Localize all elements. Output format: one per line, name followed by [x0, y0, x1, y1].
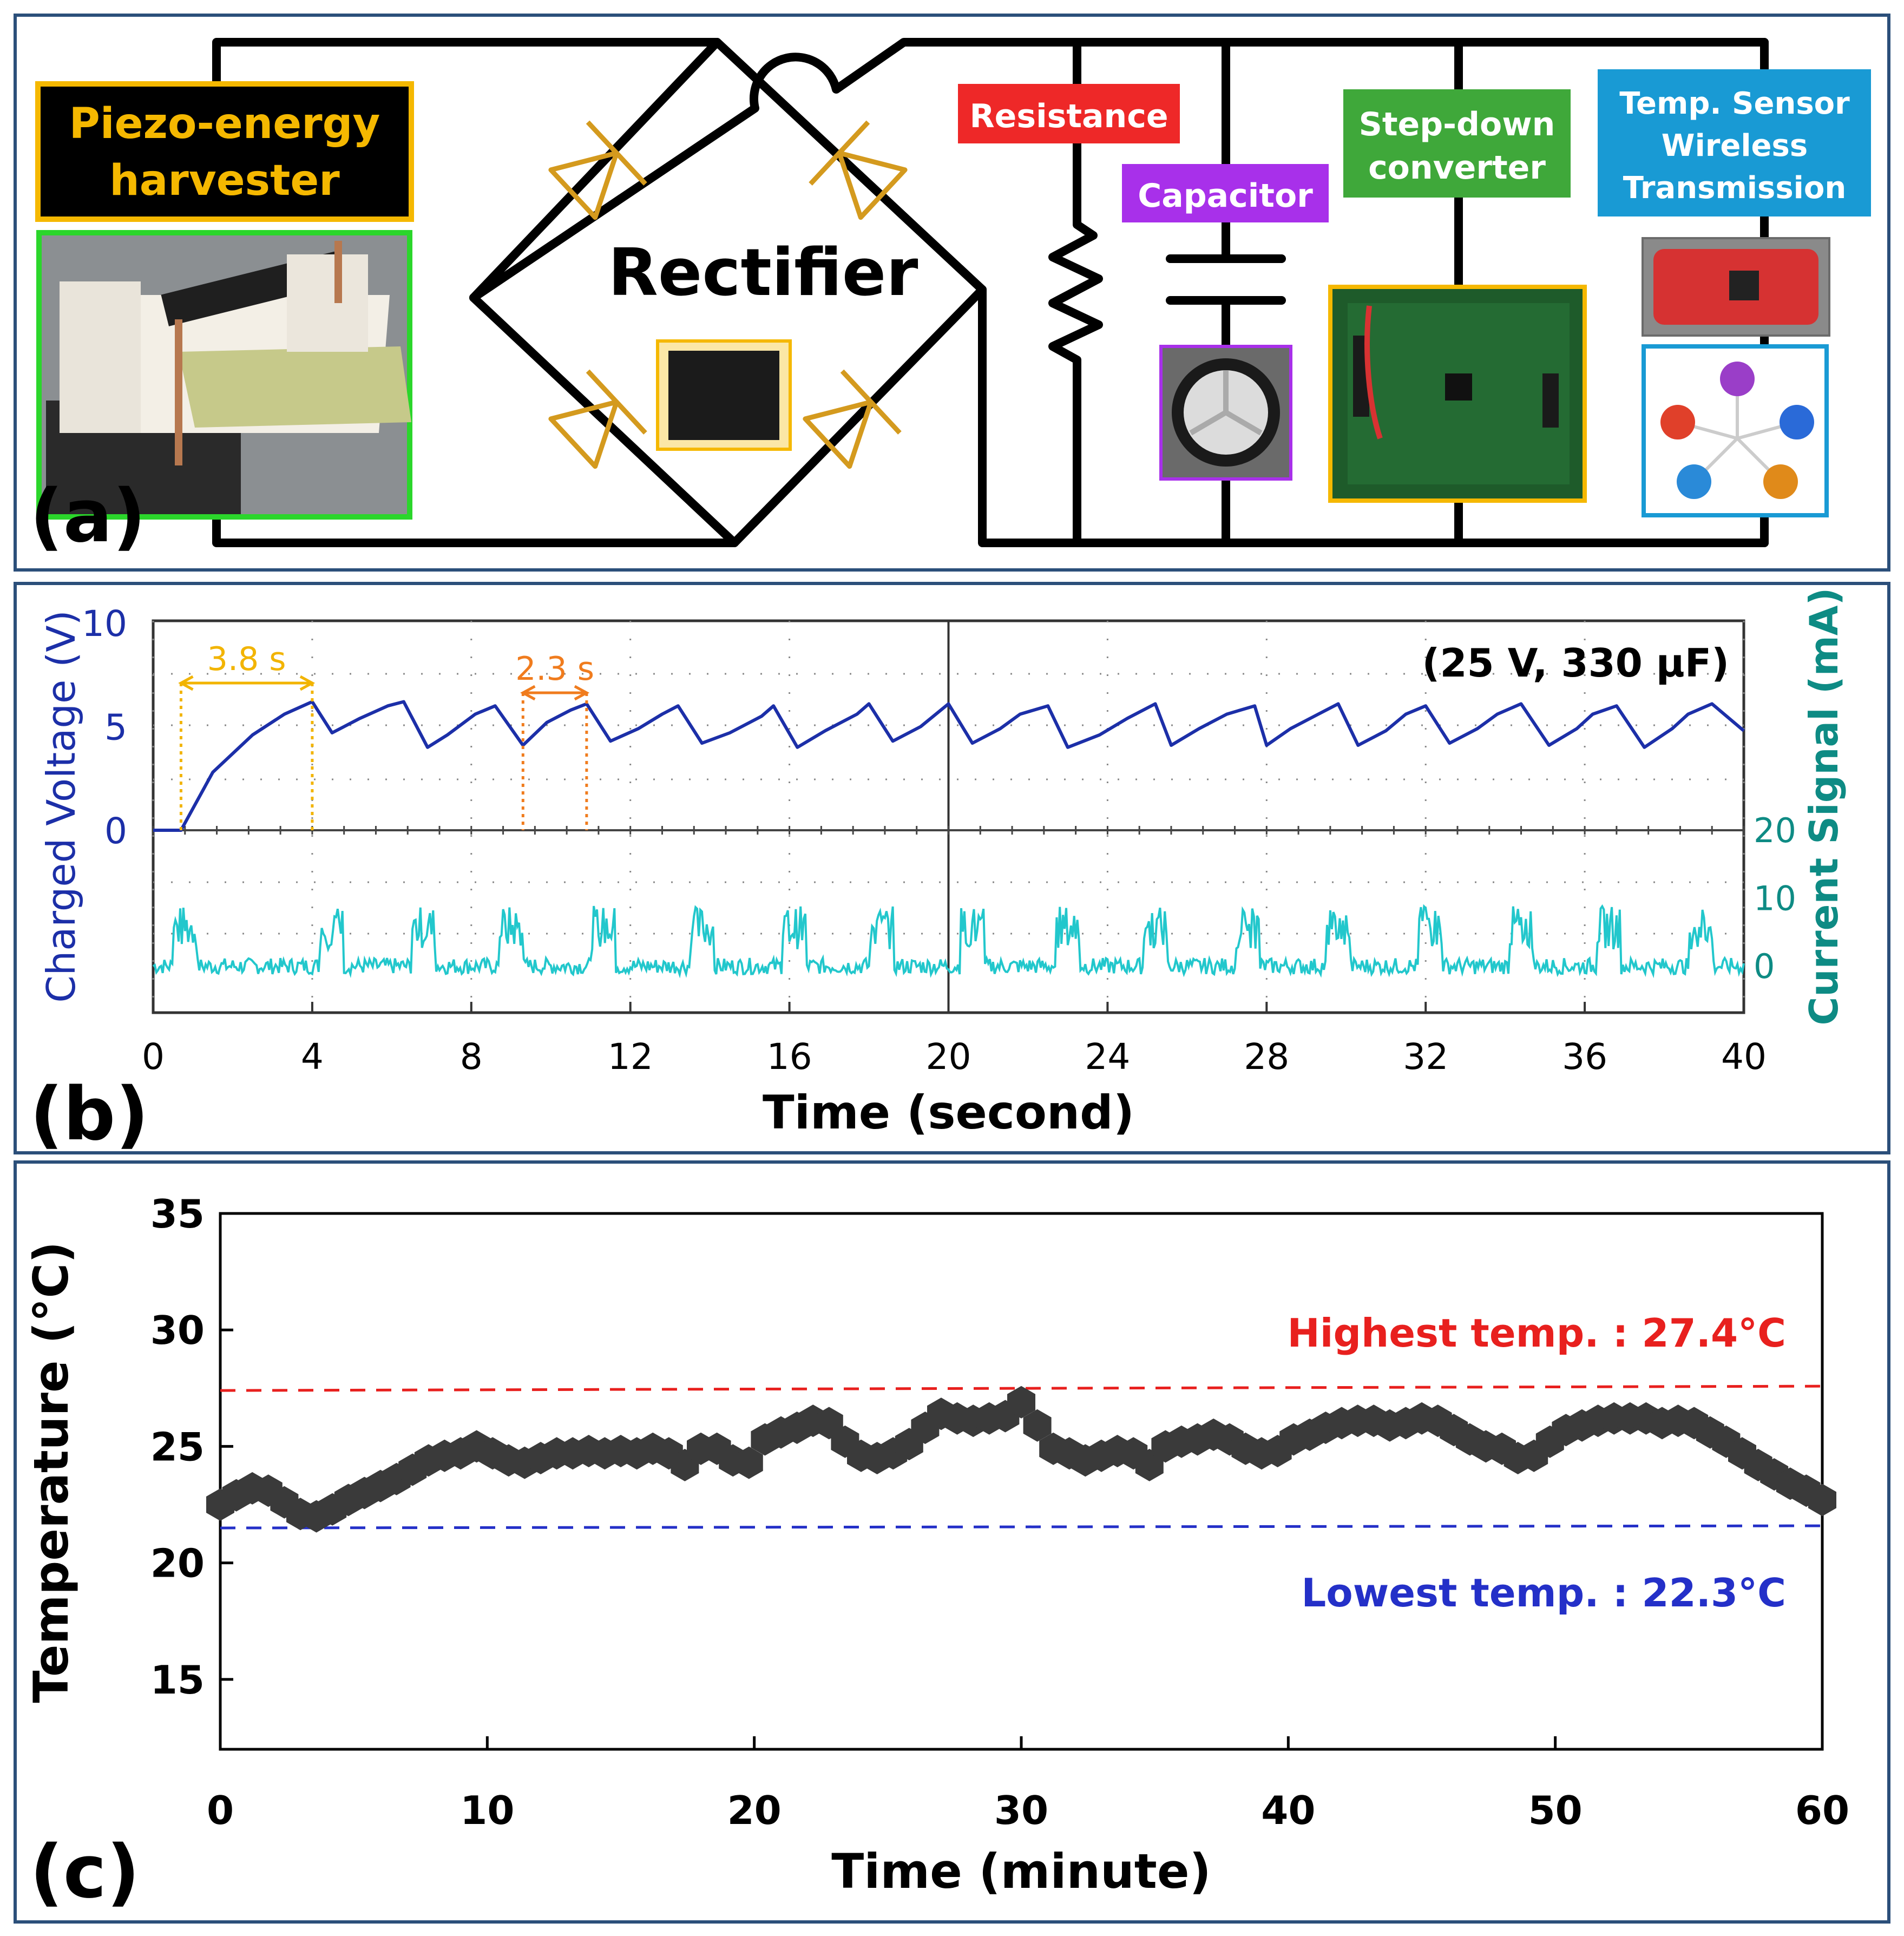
- y-tick-label-c: 20: [150, 1541, 205, 1586]
- wire-rail-left: [978, 285, 1769, 547]
- plot-c-frame: [219, 1212, 1824, 1751]
- x-tick-label-c: 30: [994, 1788, 1048, 1833]
- x-axis-title-c: Time (minute): [831, 1843, 1211, 1899]
- panel-c-frame: [14, 1160, 1890, 1924]
- capacitor-photo: [1159, 345, 1292, 481]
- diode-top-right: [809, 120, 908, 220]
- panel-c-letter: (c): [30, 1829, 140, 1914]
- x-tick-label-b: 0: [142, 1036, 165, 1078]
- y-right-tick-label: 0: [1754, 947, 1775, 986]
- capacitor-spec-annotation: (25 V, 330 µF): [1422, 640, 1729, 686]
- highest-temp-label: Highest temp. : 27.4°C: [1288, 1310, 1786, 1356]
- interval-arrow-left: [178, 675, 194, 691]
- capacitor-label-box: [1122, 164, 1329, 222]
- lowest-temp-label: Lowest temp. : 22.3°C: [1301, 1570, 1786, 1616]
- wire-crossover: [469, 38, 1769, 302]
- panel-b-frame: [14, 582, 1890, 1154]
- stepdown-label-box: [1343, 89, 1571, 198]
- resistance-label: Resistance: [969, 97, 1168, 135]
- rectifier-label: Rectifier: [608, 235, 918, 311]
- x-tick-label-b: 4: [301, 1036, 324, 1078]
- interval-marker-label: 3.8 s: [207, 640, 286, 678]
- y-tick-label-c: 30: [150, 1308, 205, 1353]
- x-tick-label-c: 10: [460, 1788, 514, 1833]
- interval-arrow-right: [299, 675, 316, 691]
- y-left-tick-label: 0: [104, 810, 127, 852]
- x-tick-label-b: 32: [1403, 1036, 1448, 1078]
- x-tick-label-b: 40: [1721, 1036, 1767, 1078]
- panel-a-frame: [14, 14, 1890, 572]
- x-tick-label-b: 16: [767, 1036, 812, 1078]
- rectifier-chip-photo: [656, 339, 792, 451]
- rectifier-bridge: [469, 38, 987, 547]
- panel-a-letter: (a): [30, 474, 146, 559]
- interval-arrow-right: [574, 685, 590, 701]
- x-tick-label-b: 8: [460, 1036, 483, 1078]
- voltage-series-line: [153, 700, 1745, 832]
- y-left-tick-label: 10: [82, 603, 127, 645]
- x-tick-label-c: 0: [207, 1788, 234, 1833]
- panel-b-chart: 0 4 8 12 16 20 24 28 32 36 40 0 5 10 0 10 20 Charged Volt…: [30, 588, 1847, 1157]
- y-axis-title-c: Temperature (°C): [23, 1242, 79, 1703]
- y-right-axis-title: Current Signal (mA): [1801, 588, 1847, 1026]
- harvester-label-line2: harvester: [109, 156, 340, 205]
- x-tick-label-c: 50: [1528, 1788, 1583, 1833]
- x-tick-label-b: 24: [1085, 1036, 1130, 1078]
- temperature-point: [1808, 1484, 1836, 1517]
- x-tick-label-c: 60: [1795, 1788, 1849, 1833]
- diode-bottom-right: [803, 369, 902, 469]
- temperature-point: [1007, 1386, 1035, 1419]
- sensor-network-photo: [1642, 344, 1829, 517]
- x-tick-label-b: 28: [1244, 1036, 1289, 1078]
- x-axis-title-b: Time (second): [763, 1086, 1134, 1140]
- x-tick-label-b: 20: [926, 1036, 971, 1078]
- stepdown-board-photo: [1328, 285, 1587, 503]
- diode-bottom-left: [548, 369, 647, 469]
- harvester-label-box: [35, 81, 414, 222]
- sensor-label-line2: Wireless: [1662, 128, 1808, 163]
- highest-temp-line: [220, 1384, 1823, 1392]
- harvester-label-line1: Piezo-energy: [69, 100, 380, 148]
- interval-arrow-left: [520, 685, 536, 701]
- x-tick-label-b: 36: [1562, 1036, 1607, 1078]
- temperature-point: [1023, 1409, 1052, 1442]
- stepdown-label-line2: converter: [1368, 149, 1546, 187]
- y-tick-label-c: 25: [150, 1424, 205, 1469]
- y-right-tick-label: 20: [1754, 811, 1796, 850]
- lowest-temp-line: [220, 1524, 1823, 1530]
- y-left-tick-label: 5: [104, 707, 127, 749]
- resistor-branch: [1048, 38, 1103, 547]
- temperature-point: [734, 1446, 763, 1479]
- sensor-label-box: [1598, 69, 1871, 216]
- sensor-label-line1: Temp. Sensor: [1619, 86, 1850, 121]
- harvester-photo: [36, 230, 412, 520]
- y-tick-label-c: 35: [150, 1191, 205, 1237]
- diodes: [548, 120, 908, 469]
- y-left-axis-title: Charged Voltage (V): [38, 610, 84, 1002]
- x-tick-label-b: 12: [608, 1036, 653, 1078]
- sensor-label-line3: Transmission: [1623, 170, 1846, 206]
- x-tick-label-c: 40: [1261, 1788, 1315, 1833]
- y-right-tick-label: 10: [1754, 879, 1796, 918]
- sensor-board-photo: [1642, 237, 1830, 337]
- diode-top-left: [548, 120, 647, 220]
- panel-b-letter: (b): [30, 1072, 149, 1157]
- current-series-line: [152, 904, 1745, 979]
- capacitor-label: Capacitor: [1138, 177, 1313, 215]
- stepdown-label-line1: Step-down: [1359, 106, 1555, 143]
- y-tick-label-c: 15: [150, 1657, 205, 1703]
- resistance-label-box: [958, 84, 1180, 143]
- x-tick-label-c: 20: [727, 1788, 782, 1833]
- interval-marker-label: 2.3 s: [515, 650, 594, 688]
